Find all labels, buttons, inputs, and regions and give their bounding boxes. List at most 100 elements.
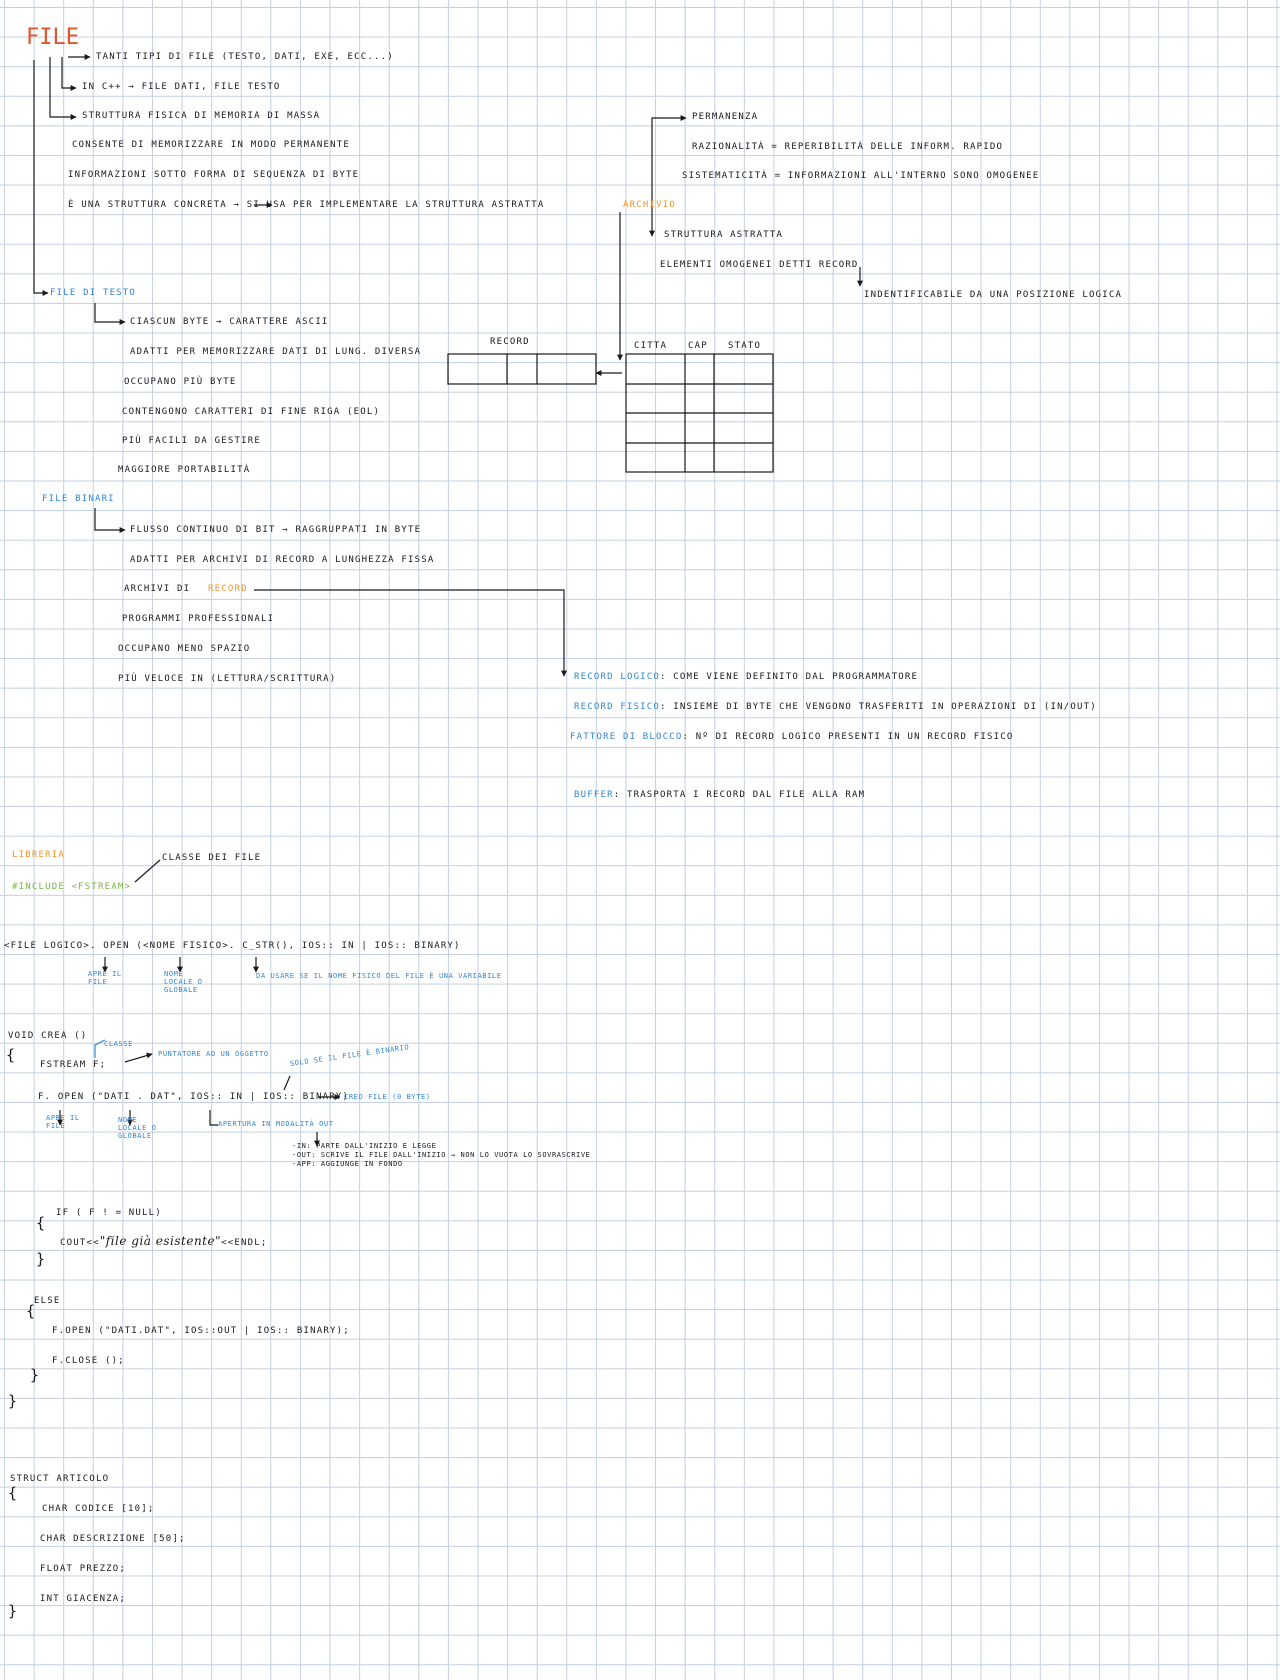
binari-branch bbox=[94, 508, 126, 533]
file-binari-item-6: PIÙ VELOCE IN (LETTURA/SCRITTURA) bbox=[118, 674, 337, 684]
crea-signature: VOID CREA () bbox=[8, 1031, 88, 1041]
file-line-2: IN C++ → FILE DATI, FILE TESTO bbox=[82, 82, 281, 92]
record-fisico-term: RECORD FISICO bbox=[574, 702, 661, 712]
record-fisico-row: RECORD FISICO: INSIEME DI BYTE CHE VENGO… bbox=[574, 702, 1097, 713]
crea-decl: FSTREAM F; bbox=[40, 1060, 107, 1070]
libreria-title: LIBRERIA bbox=[12, 850, 65, 860]
file-binari-item-1: FLUSSO CONTINUO DI BIT → RAGGRUPPATI IN … bbox=[130, 525, 422, 535]
fattore-blocco-row: FATTORE DI BLOCCO: Nº DI RECORD LOGICO P… bbox=[570, 732, 1013, 743]
file-binari-item-2: ADATTI PER ARCHIVI DI RECORD A LUNGHEZZA… bbox=[130, 555, 435, 565]
record-logico-def: : COME VIENE DEFINITO DAL PROGRAMMATORE bbox=[660, 672, 919, 682]
crea-brace-close: } bbox=[8, 1392, 18, 1410]
file-testo-item-4: CONTENGONO CARATTERI DI FINE RIGA (EOL) bbox=[122, 407, 381, 417]
record-label: RECORD bbox=[490, 337, 530, 347]
file-branch-trunk-a bbox=[61, 57, 77, 91]
open-syntax-code: <FILE LOGICO>. OPEN (<NOME FISICO>. C_ST… bbox=[4, 941, 461, 951]
file-binari-record: RECORD bbox=[208, 584, 248, 594]
buffer-def: : TRASPORTA I RECORD DAL FILE ALLA RAM bbox=[613, 790, 866, 800]
cout-message: "file già esistente" bbox=[99, 1234, 222, 1248]
classe-note-line bbox=[134, 859, 161, 883]
archivio-prop-5: ELEMENTI OMOGENEI DETTI RECORD bbox=[660, 260, 859, 270]
crea-solo-note: SOLO SE IL FILE È BINARIO bbox=[289, 1043, 410, 1068]
file-line-3: STRUTTURA FISICA DI MEMORIA DI MASSA bbox=[82, 111, 321, 121]
crea-mod-arrow bbox=[209, 1110, 218, 1126]
archivio-props-bracket bbox=[651, 115, 687, 210]
file-line-1: TANTI TIPI DI FILE (TESTO, DATI, EXE, EC… bbox=[96, 52, 394, 62]
fattore-blocco-def: : Nº DI RECORD LOGICO PRESENTI IN UN REC… bbox=[682, 732, 1014, 742]
libreria-classe-note: CLASSE DEI FILE bbox=[162, 853, 262, 863]
file-binari-item-4: PROGRAMMI PROFESSIONALI bbox=[122, 614, 275, 624]
if-line: IF ( F ! = NULL) bbox=[56, 1208, 162, 1218]
file-testo-item-3: OCCUPANO PIÙ BYTE bbox=[124, 377, 237, 387]
else-brace-close: } bbox=[30, 1366, 40, 1384]
struct-field-3: FLOAT PREZZO; bbox=[40, 1564, 127, 1574]
file-title: FILE bbox=[26, 25, 79, 50]
else-open-line: F.OPEN ("DATI.DAT", IOS::OUT | IOS:: BIN… bbox=[52, 1326, 350, 1336]
file-binari-title: FILE BINARI bbox=[42, 494, 115, 504]
file-line-5: INFORMAZIONI SOTTO FORMA DI SEQUENZA DI … bbox=[68, 170, 360, 180]
struct-field-4: INT GIACENZA; bbox=[40, 1594, 127, 1604]
table-header-stato: STATO bbox=[728, 341, 762, 351]
crea-mode-out: -OUT: SCRIVE IL FILE DALL'INIZIO → NON L… bbox=[292, 1151, 591, 1159]
file-testo-item-6: MAGGIORE PORTABILITÀ bbox=[118, 465, 251, 475]
table-header-citta: CITTA bbox=[634, 341, 668, 351]
buffer-row: BUFFER: TRASPORTA I RECORD DAL FILE ALLA… bbox=[574, 790, 865, 801]
else-close-line: F.CLOSE (); bbox=[52, 1356, 125, 1366]
archivio-label: ARCHIVIO bbox=[623, 200, 676, 210]
file-line-4: CONSENTE DI MEMORIZZARE IN MODO PERMANEN… bbox=[72, 140, 350, 150]
cout-prefix: COUT<< bbox=[60, 1238, 100, 1248]
if-brace-open: { bbox=[36, 1214, 46, 1232]
else-brace-open: { bbox=[26, 1302, 36, 1320]
struct-brace-open: { bbox=[8, 1484, 18, 1502]
if-brace-close: } bbox=[36, 1250, 46, 1268]
file-testo-item-5: PIÙ FACILI DA GESTIRE bbox=[122, 436, 261, 446]
record-link bbox=[254, 589, 567, 677]
crea-ann-mod: APERTURA IN MODALITÀ OUT bbox=[218, 1120, 334, 1128]
archivio-prop-1: PERMANENZA bbox=[692, 112, 759, 122]
crea-ann-nome: NOME LOCALE O GLOBALE bbox=[118, 1116, 157, 1140]
crea-classe-note: CLASSE bbox=[104, 1040, 133, 1048]
crea-mode-in: -IN: PARTE DALL'INIZIO E LEGGE bbox=[292, 1142, 437, 1150]
crea-mode-app: -APP: AGGIUNGE IN FONDO bbox=[292, 1160, 403, 1168]
cout-line: COUT<<"file già esistente"<<ENDL; bbox=[60, 1234, 268, 1249]
file-binari-item-5: OCCUPANO MENO SPAZIO bbox=[118, 644, 251, 654]
cout-suffix: <<ENDL; bbox=[221, 1238, 268, 1248]
buffer-term: BUFFER bbox=[574, 790, 614, 800]
file-main-trunk bbox=[33, 60, 49, 296]
file-testo-item-1: CIASCUN BYTE → CARATTERE ASCII bbox=[130, 317, 329, 327]
struct-brace-close: } bbox=[8, 1602, 18, 1620]
ptr-arrow bbox=[124, 1052, 153, 1063]
open-ann-apre: APRE IL FILE bbox=[88, 970, 122, 986]
struct-signature: STRUCT ARTICOLO bbox=[10, 1474, 110, 1484]
solo-arrow bbox=[283, 1075, 291, 1091]
record-logico-row: RECORD LOGICO: COME VIENE DEFINITO DAL P… bbox=[574, 672, 918, 683]
libreria-include: #INCLUDE <FSTREAM> bbox=[12, 882, 132, 892]
testo-branch bbox=[94, 303, 126, 325]
record-fisico-def: : INSIEME DI BYTE CHE VENGONO TRASFERITI… bbox=[660, 702, 1097, 712]
file-line-6: È UNA STRUTTURA CONCRETA → SI USA PER IM… bbox=[68, 200, 545, 210]
fattore-blocco-term: FATTORE DI BLOCCO bbox=[570, 732, 683, 742]
record-row bbox=[447, 353, 597, 385]
file-testo-title: FILE DI TESTO bbox=[50, 288, 137, 298]
crea-ann-apre: APRE IL FILE bbox=[46, 1114, 80, 1130]
file-binari-item-3: ARCHIVI DI bbox=[124, 584, 191, 594]
archivio-prop-4: STRUTTURA ASTRATTA bbox=[664, 230, 784, 240]
open-ann-nome: NOME LOCALE O GLOBALE bbox=[164, 970, 203, 994]
file-branch-trunk-b bbox=[49, 57, 77, 120]
record-table bbox=[625, 353, 774, 473]
struct-field-1: CHAR CODICE [10]; bbox=[42, 1504, 155, 1514]
open-ann-cstr: DA USARE SE IL NOME FISICO DEL FILE È UN… bbox=[256, 972, 502, 980]
else-line: ELSE bbox=[34, 1296, 61, 1306]
crea-ptr-note: PUNTATORE AD UN OGGETTO bbox=[158, 1050, 269, 1058]
file-testo-item-2: ADATTI PER MEMORIZZARE DATI DI LUNG. DIV… bbox=[130, 347, 422, 357]
archivio-prop-2: RAZIONALITÀ = REPERIBILITÀ DELLE INFORM.… bbox=[692, 142, 1004, 152]
record-logico-term: RECORD LOGICO bbox=[574, 672, 661, 682]
crea-creo-note: CREO FILE (0 BYTE) bbox=[344, 1093, 431, 1101]
struct-field-2: CHAR DESCRIZIONE [50]; bbox=[40, 1534, 186, 1544]
crea-brace-open: { bbox=[6, 1046, 16, 1064]
crea-open-line: F. OPEN ("DATI . DAT", IOS:: IN | IOS:: … bbox=[38, 1092, 350, 1102]
archivio-prop-3: SISTEMATICITÀ = INFORMAZIONI ALL'INTERNO… bbox=[682, 171, 1040, 181]
archivio-prop-6: INDENTIFICABILE DA UNA POSIZIONE LOGICA bbox=[864, 290, 1123, 300]
table-header-cap: CAP bbox=[688, 341, 708, 351]
